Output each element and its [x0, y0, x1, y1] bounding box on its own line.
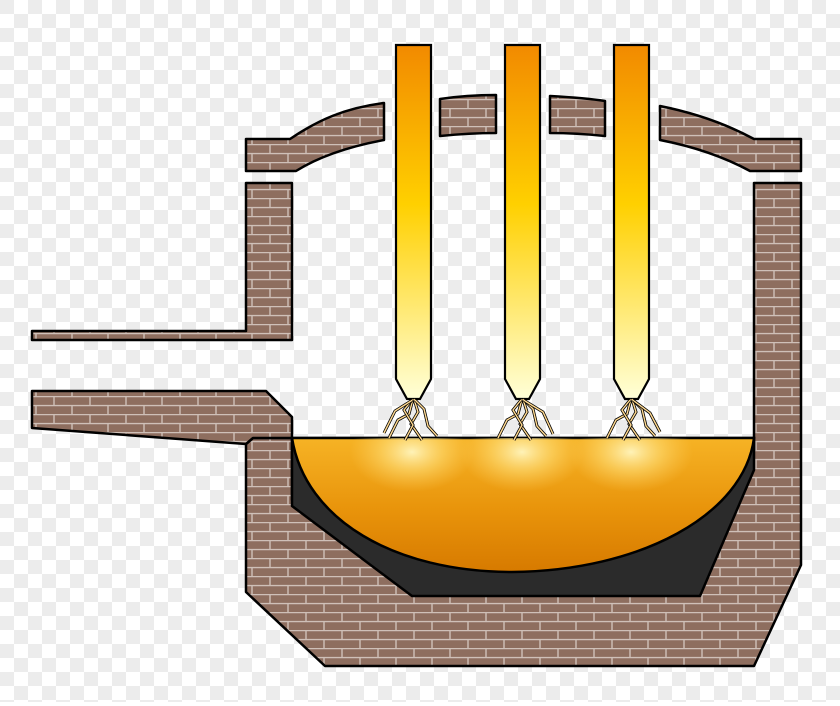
electrode-3: [612, 43, 651, 401]
electrode-1: [394, 43, 433, 401]
melt-glow-3: [569, 438, 693, 492]
arc-2: [496, 398, 555, 441]
roof-right-center-segment: [548, 94, 607, 138]
left-upper-wall: [30, 181, 294, 342]
arc-1: [382, 398, 439, 441]
roof-center-segment: [438, 93, 498, 138]
electrode-2: [503, 43, 542, 401]
roof-right-segment: [658, 104, 803, 173]
roof-left-segment: [244, 101, 386, 173]
tap-spout: [30, 389, 294, 446]
arc-3: [605, 398, 662, 441]
melt-glow-group: [350, 438, 693, 492]
melt-glow-1: [350, 438, 474, 492]
melt-glow-2: [460, 438, 584, 492]
